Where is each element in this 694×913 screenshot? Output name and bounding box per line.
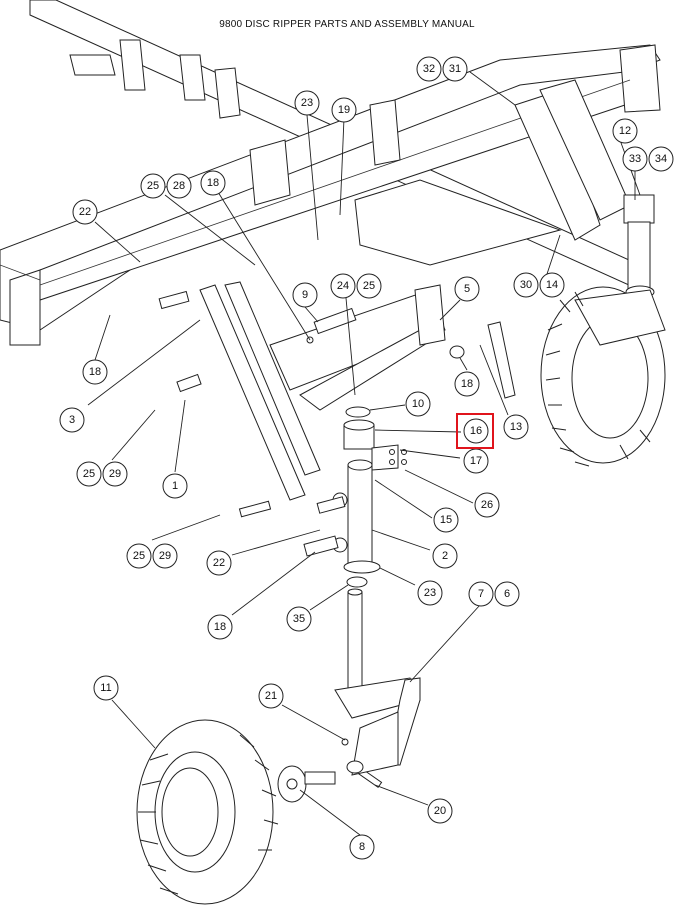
svg-text:23: 23 xyxy=(301,97,313,109)
callout-18-low: 18 xyxy=(207,614,233,640)
svg-text:1: 1 xyxy=(172,480,178,492)
callout-22-low: 22 xyxy=(206,550,232,576)
rear-wheel-assembly xyxy=(354,79,666,467)
callout-18-left: 18 xyxy=(82,359,108,385)
svg-text:35: 35 xyxy=(293,613,305,625)
callouts: 32 31 12 33 34 30 14 23 19 25 28 18 22 2… xyxy=(59,56,674,860)
callout-29-low: 29 xyxy=(152,543,178,569)
callout-18-top: 18 xyxy=(200,170,226,196)
callout-23-top: 23 xyxy=(294,90,320,116)
callout-35: 35 xyxy=(286,606,312,632)
svg-text:18: 18 xyxy=(89,366,101,378)
callout-15: 15 xyxy=(433,507,459,533)
svg-text:17: 17 xyxy=(470,455,482,467)
svg-text:29: 29 xyxy=(159,550,171,562)
svg-text:22: 22 xyxy=(79,206,91,218)
callout-29-left: 29 xyxy=(102,461,128,487)
svg-text:12: 12 xyxy=(619,125,631,137)
svg-text:26: 26 xyxy=(481,499,493,511)
callout-20: 20 xyxy=(427,798,453,824)
svg-text:25: 25 xyxy=(133,550,145,562)
svg-text:34: 34 xyxy=(655,153,667,165)
highlight-box-callout-16 xyxy=(456,413,494,449)
callout-26: 26 xyxy=(474,492,500,518)
callout-17: 17 xyxy=(463,448,489,474)
callout-25-mid: 25 xyxy=(356,273,382,299)
svg-text:2: 2 xyxy=(442,550,448,562)
callout-22-top: 22 xyxy=(72,199,98,225)
svg-text:8: 8 xyxy=(359,841,365,853)
callout-6: 6 xyxy=(494,581,520,607)
callout-24: 24 xyxy=(330,273,356,299)
callout-10: 10 xyxy=(405,391,431,417)
callout-7: 7 xyxy=(468,581,494,607)
svg-text:23: 23 xyxy=(424,587,436,599)
svg-text:18: 18 xyxy=(461,378,473,390)
callout-34: 34 xyxy=(648,146,674,172)
callout-8: 8 xyxy=(349,834,375,860)
svg-text:19: 19 xyxy=(338,104,350,116)
callout-9: 9 xyxy=(292,282,318,308)
svg-text:33: 33 xyxy=(629,153,641,165)
svg-text:24: 24 xyxy=(337,280,349,292)
callout-25-low: 25 xyxy=(126,543,152,569)
callout-25-top: 25 xyxy=(140,173,166,199)
svg-text:18: 18 xyxy=(214,621,226,633)
svg-text:16: 16 xyxy=(470,425,482,437)
mid-assembly xyxy=(199,281,516,574)
callout-19: 19 xyxy=(331,97,357,123)
callout-3: 3 xyxy=(59,407,85,433)
callout-23-low: 23 xyxy=(417,580,443,606)
svg-text:29: 29 xyxy=(109,468,121,480)
callout-28: 28 xyxy=(166,173,192,199)
svg-text:22: 22 xyxy=(213,557,225,569)
svg-text:9: 9 xyxy=(302,289,308,301)
svg-text:21: 21 xyxy=(265,690,277,702)
callout-31: 31 xyxy=(442,56,468,82)
svg-text:28: 28 xyxy=(173,180,185,192)
callout-21: 21 xyxy=(258,683,284,709)
callout-13: 13 xyxy=(503,414,529,440)
svg-text:31: 31 xyxy=(449,63,461,75)
callout-32: 32 xyxy=(416,56,442,82)
svg-text:11: 11 xyxy=(100,682,111,694)
svg-text:14: 14 xyxy=(546,279,558,291)
callout-33: 33 xyxy=(622,146,648,172)
caster-assembly xyxy=(334,588,421,776)
svg-text:18: 18 xyxy=(207,177,219,189)
svg-text:32: 32 xyxy=(423,63,435,75)
svg-text:3: 3 xyxy=(69,414,75,426)
callout-25-left: 25 xyxy=(76,461,102,487)
page-title: 9800 DISC RIPPER PARTS AND ASSEMBLY MANU… xyxy=(219,19,475,30)
callout-16: 16 xyxy=(463,418,489,444)
callout-30: 30 xyxy=(513,272,539,298)
svg-text:20: 20 xyxy=(434,805,446,817)
svg-text:7: 7 xyxy=(478,588,484,600)
hub-assembly xyxy=(277,765,336,803)
svg-text:25: 25 xyxy=(83,468,95,480)
front-wheel xyxy=(136,719,279,905)
svg-text:30: 30 xyxy=(520,279,532,291)
callout-11: 11 xyxy=(93,675,119,701)
hardware xyxy=(158,290,383,789)
svg-text:10: 10 xyxy=(412,398,424,410)
svg-text:13: 13 xyxy=(510,421,522,433)
callout-12: 12 xyxy=(612,118,638,144)
svg-text:15: 15 xyxy=(440,514,452,526)
svg-text:25: 25 xyxy=(147,180,159,192)
leader-lines xyxy=(87,71,641,836)
callout-2: 2 xyxy=(432,543,458,569)
callout-18-right: 18 xyxy=(454,371,480,397)
callout-14: 14 xyxy=(539,272,565,298)
svg-text:5: 5 xyxy=(464,283,470,295)
callout-1: 1 xyxy=(162,473,188,499)
callout-5: 5 xyxy=(454,276,480,302)
svg-text:25: 25 xyxy=(363,280,375,292)
svg-text:6: 6 xyxy=(504,588,510,600)
